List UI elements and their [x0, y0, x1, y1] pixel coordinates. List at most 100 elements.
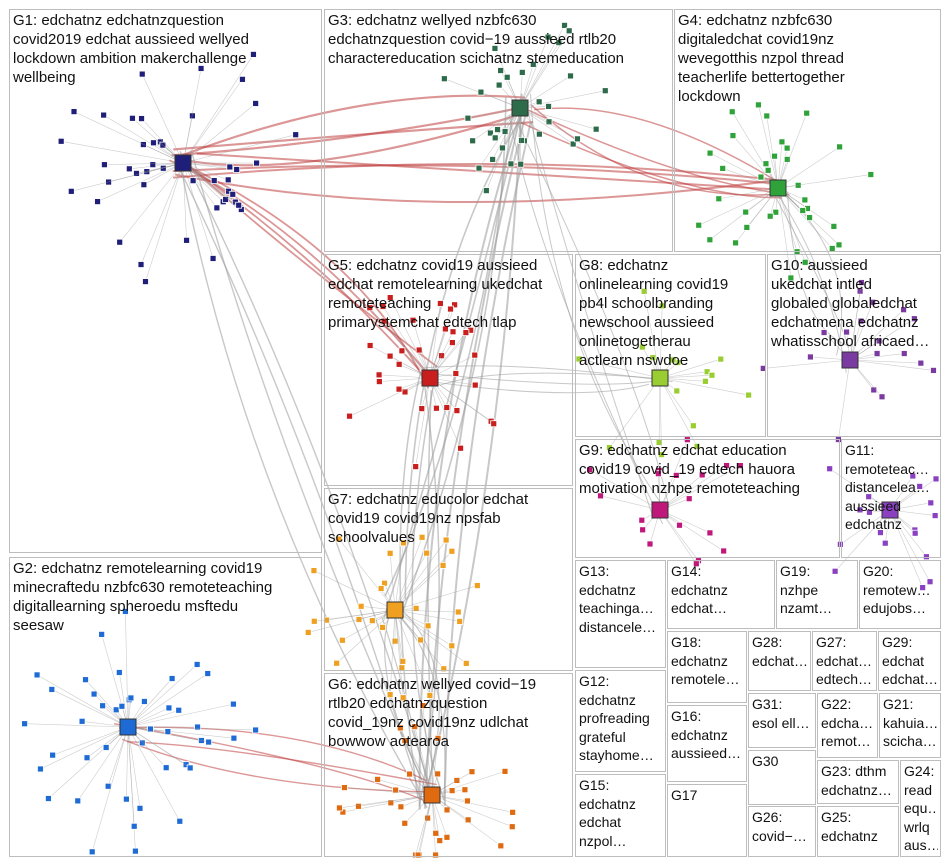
node — [252, 100, 260, 107]
node — [916, 483, 924, 490]
group-g12[interactable]: G12: edchatnz profreading grateful stayh… — [575, 670, 666, 772]
group-g28[interactable]: G28: edchat… — [748, 631, 811, 691]
edge — [429, 303, 441, 379]
inter-group-edge — [424, 372, 662, 385]
edge — [107, 726, 129, 787]
edge — [127, 726, 209, 743]
group-g7[interactable]: G7: edchatnz educolor edchat covid19 cov… — [324, 488, 573, 671]
edge — [519, 42, 560, 109]
node — [448, 787, 456, 794]
group-g10[interactable]: G10: aussieed ukedchat intled globaled g… — [767, 254, 941, 437]
node — [764, 166, 772, 174]
node — [565, 27, 573, 35]
node — [919, 584, 927, 591]
edge — [777, 187, 792, 278]
node — [453, 407, 461, 415]
edge — [834, 509, 891, 572]
edge — [431, 794, 436, 856]
hub-node — [651, 369, 669, 387]
node — [140, 181, 148, 189]
node — [836, 143, 844, 151]
group-g16[interactable]: G16: edchatnz aussieed… — [667, 705, 747, 782]
node — [640, 287, 648, 295]
node — [732, 239, 739, 247]
node — [772, 208, 780, 216]
hub-node — [386, 601, 404, 619]
group-g27[interactable]: G27: edchat… edtech… — [812, 631, 877, 691]
edge — [763, 359, 851, 369]
node — [728, 108, 736, 116]
hub-node — [119, 718, 137, 736]
node — [443, 833, 451, 841]
group-g3-label: G3: edchatnz wellyed nzbfc630 edchatnzqu… — [328, 12, 625, 67]
group-g31[interactable]: G31: esol ell… — [748, 693, 816, 748]
group-g13[interactable]: G13: edchatnz teachinga… distancele… — [575, 560, 666, 668]
edge — [519, 107, 578, 140]
node — [426, 692, 434, 699]
node — [743, 224, 751, 231]
group-g15[interactable]: G15: edchatnz edchat nzpol… — [575, 774, 666, 857]
inter-group-edge — [175, 162, 420, 791]
inter-group-edge — [173, 120, 534, 151]
group-g2[interactable]: G2: edchatnz remotelearning covid19 mine… — [9, 557, 322, 857]
group-g8[interactable]: G8: edchatnz onlinelearning covid19 pb4l… — [575, 254, 766, 437]
node — [138, 70, 146, 78]
group-g26[interactable]: G26: covid−… — [748, 806, 816, 857]
edge — [48, 726, 129, 799]
group-g1[interactable]: G1: edchatnz edchatnzquestion covid2019 … — [9, 9, 322, 553]
group-g3[interactable]: G3: edchatnz wellyed nzbfc630 edchatnzqu… — [324, 9, 673, 252]
group-g29[interactable]: G29: edchat edchat… — [878, 631, 941, 691]
group-g19[interactable]: G19: nzhpe nzamt… — [776, 560, 858, 629]
edge — [125, 611, 129, 728]
edge — [394, 542, 404, 611]
inter-group-edge — [423, 380, 650, 394]
node — [129, 114, 136, 122]
edge — [127, 673, 208, 728]
group-g22[interactable]: G22: edcha… remot… — [817, 693, 878, 758]
node — [175, 706, 183, 714]
edge — [849, 302, 873, 361]
edge — [36, 674, 129, 728]
node — [398, 347, 406, 355]
node — [501, 128, 509, 135]
node — [545, 103, 552, 110]
node — [150, 139, 157, 147]
node — [717, 355, 725, 363]
node — [669, 356, 677, 364]
group-g6[interactable]: G6: edchatnz wellyed covid−19 rtlb20 edc… — [324, 673, 573, 857]
edge — [414, 726, 433, 796]
node — [412, 604, 420, 612]
node — [194, 723, 201, 731]
group-g18[interactable]: G18: edchatnz remotele… — [667, 631, 747, 703]
node — [658, 451, 665, 458]
group-g24[interactable]: G24: read equ… wrlq aus… — [900, 760, 941, 857]
node — [379, 624, 387, 631]
node — [911, 529, 919, 537]
node — [448, 642, 456, 650]
node — [333, 659, 341, 667]
group-g4[interactable]: G4: edchatnz nzbfc630 digitaledchat covi… — [674, 9, 941, 252]
node — [141, 698, 148, 705]
group-g9[interactable]: G9: edchatnz edchat education covid19 co… — [575, 439, 840, 558]
edge — [659, 465, 741, 511]
node — [204, 670, 212, 677]
group-g30[interactable]: G30 — [748, 750, 816, 805]
group-g14[interactable]: G14: edchatnz edchat… — [667, 560, 775, 629]
node — [209, 255, 217, 262]
node — [449, 328, 457, 336]
node — [98, 630, 106, 638]
group-g21[interactable]: G21: kahuia… scicha… — [879, 693, 941, 758]
node — [499, 144, 506, 152]
group-g11[interactable]: G11: remoteteac… distancelea… aussieed e… — [841, 439, 941, 558]
edge — [732, 135, 779, 189]
group-g17[interactable]: G17 — [667, 784, 747, 857]
group-g20[interactable]: G20: remotew… edujobs… — [859, 560, 941, 629]
group-g25[interactable]: G25: edchatnz — [817, 806, 899, 857]
group-g5[interactable]: G5: edchatnz covid19 aussieed edchat rem… — [324, 254, 573, 486]
group-g23[interactable]: G23: dthm edchatnz… — [817, 760, 899, 804]
node — [923, 553, 930, 561]
node — [900, 350, 908, 357]
edge — [394, 609, 404, 698]
edge — [182, 103, 256, 164]
node — [917, 359, 925, 367]
